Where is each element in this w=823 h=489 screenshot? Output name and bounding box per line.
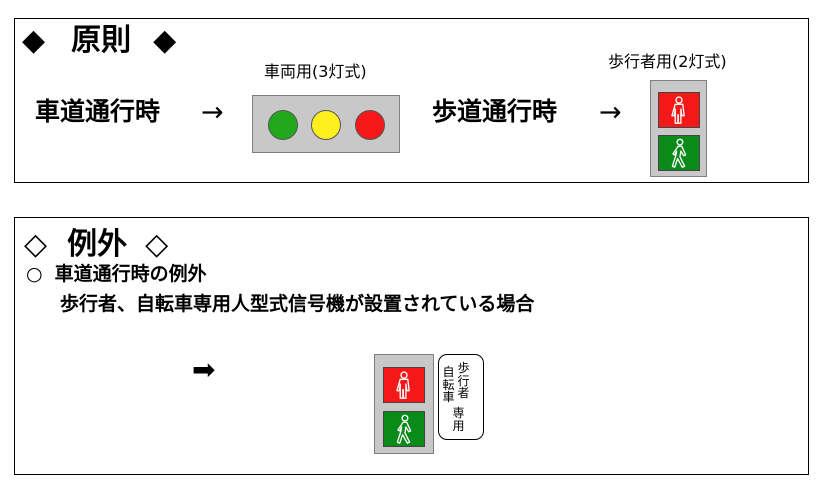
exception-bullet: ○ 車道通行時の例外 xyxy=(26,262,207,286)
yellow-lamp-icon xyxy=(311,110,341,140)
diamond-outline-icon: ◇ xyxy=(145,227,169,262)
plate-left-column: 自 転 車 xyxy=(442,366,455,404)
pedestrian-walk-icon xyxy=(658,135,700,171)
exception-heading: ◇ 例外 ◇ xyxy=(24,228,168,262)
plate-char: 行 xyxy=(457,373,470,388)
pedestrian-stop-icon xyxy=(658,92,700,128)
right-arrow-icon: → xyxy=(201,97,224,128)
plate-char: 者 xyxy=(457,386,470,400)
exception-description: 歩行者、自転車専用人型式信号機が設置されている場合 xyxy=(60,293,535,315)
plate-bottom-column: 専 用 xyxy=(452,407,465,432)
red-lamp-icon xyxy=(355,110,385,140)
right-arrow-icon: ➡ xyxy=(192,353,216,386)
green-lamp-icon xyxy=(268,110,298,140)
exception-heading-text: 例外 xyxy=(67,227,128,262)
plate-char: 専 xyxy=(452,406,465,420)
principle-heading: ◆ 原則 ◆ xyxy=(22,24,176,58)
plate-char: 歩 xyxy=(457,361,470,375)
plate-char: 自 xyxy=(442,365,455,379)
plate-right-column: 歩 行 者 xyxy=(457,362,470,400)
plate-char: 転 xyxy=(442,377,455,392)
right-arrow-icon: → xyxy=(599,97,622,128)
pedestrian-signal-caption: 歩行者用(2灯式) xyxy=(608,52,727,71)
pedestrian-stop-icon xyxy=(383,367,425,403)
bicycle-pedestrian-only-plate: 歩 行 者 自 転 車 専 用 xyxy=(438,354,484,440)
principle-heading-text: 原則 xyxy=(71,23,132,58)
vehicle-road-label: 車道通行時 xyxy=(35,97,161,126)
diamond-outline-icon: ◇ xyxy=(24,227,48,262)
vehicle-signal-caption: 車両用(3灯式) xyxy=(264,62,367,81)
exception-bullet-text: 車道通行時の例外 xyxy=(54,263,207,285)
pedestrian-walk-icon xyxy=(383,411,425,447)
diamond-filled-icon: ◆ xyxy=(22,23,46,58)
diamond-filled-icon: ◆ xyxy=(153,23,177,58)
bicycle-pedestrian-traffic-light xyxy=(374,354,434,454)
plate-char: 車 xyxy=(442,390,455,404)
plate-char: 用 xyxy=(452,418,465,433)
pedestrian-traffic-light xyxy=(650,80,707,177)
circle-bullet-icon: ○ xyxy=(26,263,43,285)
vehicle-traffic-light xyxy=(252,95,400,153)
sidewalk-label: 歩道通行時 xyxy=(432,97,558,126)
